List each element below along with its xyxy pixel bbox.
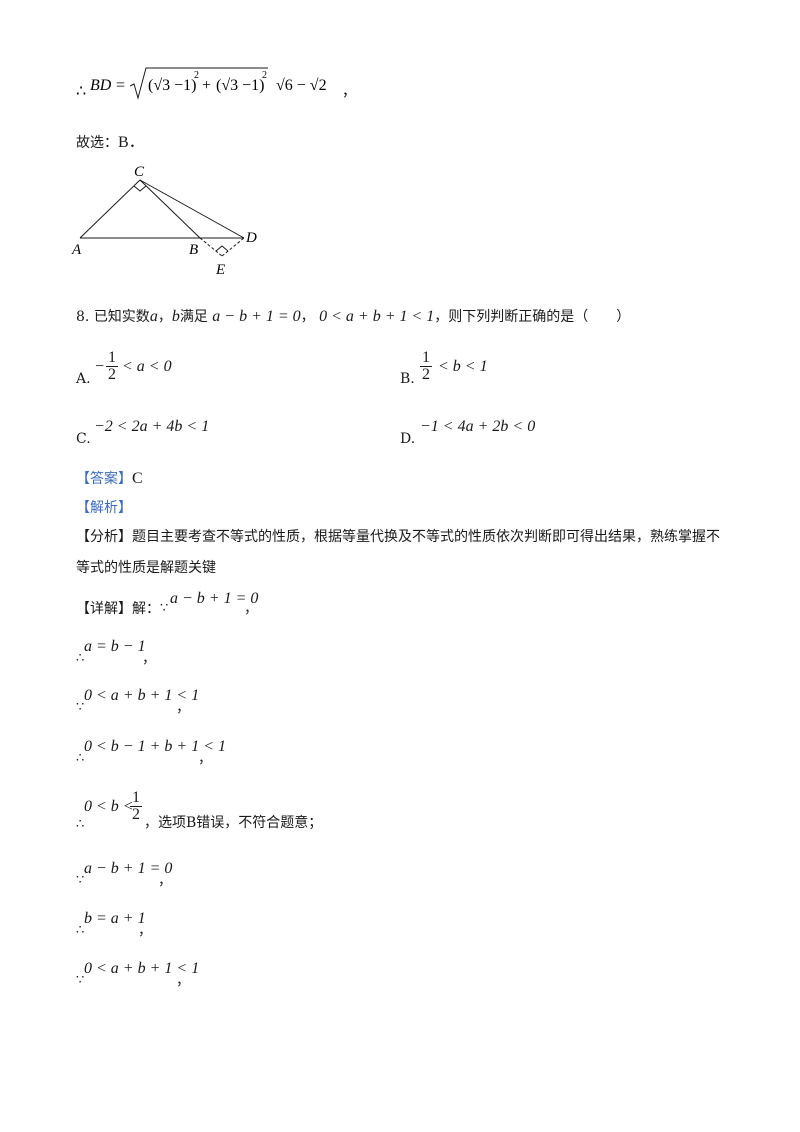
option-b-post: < b < 1 [438,358,488,375]
fenxi-line-2: 等式的性质是解题关键 [76,559,216,577]
choice-label: 故选： [76,135,118,151]
step-4-tail: ，选项B错误，不符合题意； [144,815,323,831]
question-text-a: 已知实数 [93,309,150,325]
bd-eq: = [116,77,125,94]
detail-tail: ， [244,601,258,617]
step-4-symbol: ∴ [76,817,85,832]
step-4-pre: 0 < b < [84,798,134,815]
option-a-pre: − [94,358,105,375]
question-var-a: a [149,308,158,325]
exponent-b: 2 [262,70,267,81]
bd-rhs: √6 − √2 [276,77,327,94]
option-c-label: C. [76,431,91,447]
segment-cb [139,179,201,239]
step-1-tail: ， [142,651,156,667]
step-4-num: 1 [130,789,142,807]
bd-equation: ∴ BD = (√3 −1) 2 + (√3 −1) 2 √6 − √2 ， [76,67,356,100]
analysis-tag: 【解析】 [76,500,132,516]
step-6-tail: ， [138,923,152,939]
option-b-label: B. [400,371,415,387]
option-d-label: D. [400,431,416,447]
step-7-tail: ， [176,973,190,989]
option-d-expr: −1 < 4a + 2b < 0 [420,418,536,435]
bd-tail: ， [342,85,356,100]
step-5-symbol: ∵ [76,873,85,888]
analysis-line: 【解析】 [76,499,132,517]
detail-text: 解： [132,601,160,617]
label-d: D [245,230,257,246]
answer-line: 【答案】C [76,470,143,488]
step-1-symbol: ∴ [76,651,85,666]
option-a-den: 2 [108,366,116,383]
radicand-a: (√3 −1) [148,77,196,94]
right-angle-mark-c [133,185,147,192]
option-c-expr: −2 < 2a + 4b < 1 [94,418,210,435]
question-text-c: ，则下列判断正确的是（ ） [434,309,631,325]
step-6-symbol: ∴ [76,923,85,938]
question-text-b: 满足 [179,309,208,325]
label-c: C [134,164,145,180]
question-number: 8. [76,309,90,325]
step-7-symbol: ∵ [76,973,85,988]
option-b-num: 1 [420,349,432,367]
fenxi-text-2: 等式的性质是解题关键 [76,560,216,576]
right-angle-mark-e [215,245,229,252]
step-6-expr: b = a + 1 [84,910,146,927]
question-comma: ， [157,309,172,325]
plus-sign: + [202,77,211,94]
label-b: B [189,242,198,258]
step-7-expr: 0 < a + b + 1 < 1 [84,960,200,977]
step-5-tail: ， [158,873,172,889]
question-8: 8. 已知实数a，b满足 a − b + 1 = 0， 0 < a + b + … [76,308,630,326]
segment-ed [221,237,245,257]
choice-value: B． [118,134,145,151]
step-3-expr: 0 < b − 1 + b + 1 < 1 [84,738,226,755]
question-cond1: a − b + 1 = 0 [212,308,301,325]
exponent-a: 2 [194,70,199,81]
step-2-tail: ， [176,700,190,716]
fenxi-text-1: 题目主要考查不等式的性质，根据等量代换及不等式的性质依次判断即可得出结果，熟练掌… [132,529,720,545]
triangle-figure: C A B D E [71,164,257,278]
label-a: A [71,242,82,258]
option-a-fraction: 1 2 [106,350,118,383]
step-2-expr: 0 < a + b + 1 < 1 [84,687,200,704]
question-cond2: 0 < a + b + 1 < 1 [319,308,435,325]
option-a-num: 1 [106,349,118,367]
option-a-post: < a < 0 [122,358,172,375]
detail-tag: 【详解】 [76,601,132,617]
option-b-den: 2 [422,366,430,383]
detail-because: ∵ [160,601,169,616]
step-3-symbol: ∴ [76,751,85,766]
radicand-b: (√3 −1) [216,77,264,94]
choice-line: 故选：B． [76,134,145,152]
answer-value: C [132,470,143,487]
answer-tag: 【答案】 [76,471,132,487]
option-a-label: A. [76,371,91,387]
therefore-symbol: ∴ [76,83,86,100]
segment-cd [139,179,245,239]
step-4-den: 2 [132,806,140,823]
segment-be [199,237,223,257]
step-5-expr: a − b + 1 = 0 [84,860,173,877]
step-2-symbol: ∵ [76,700,85,715]
question-comma2: ， [300,309,315,325]
step-3-tail: ， [198,751,212,767]
step-1-expr: a = b − 1 [84,638,146,655]
fenxi-line-1: 【分析】题目主要考查不等式的性质，根据等量代换及不等式的性质依次判断即可得出结果… [76,528,720,546]
option-b-fraction: 1 2 [420,350,432,383]
radical-sign [129,67,268,100]
detail-expr: a − b + 1 = 0 [170,590,259,607]
segment-ac [79,179,141,239]
step-4-fraction: 1 2 [130,790,142,823]
label-e: E [215,262,225,278]
fenxi-tag: 【分析】 [76,529,132,545]
bd-lhs: BD [90,77,112,94]
question-var-b: b [171,308,180,325]
